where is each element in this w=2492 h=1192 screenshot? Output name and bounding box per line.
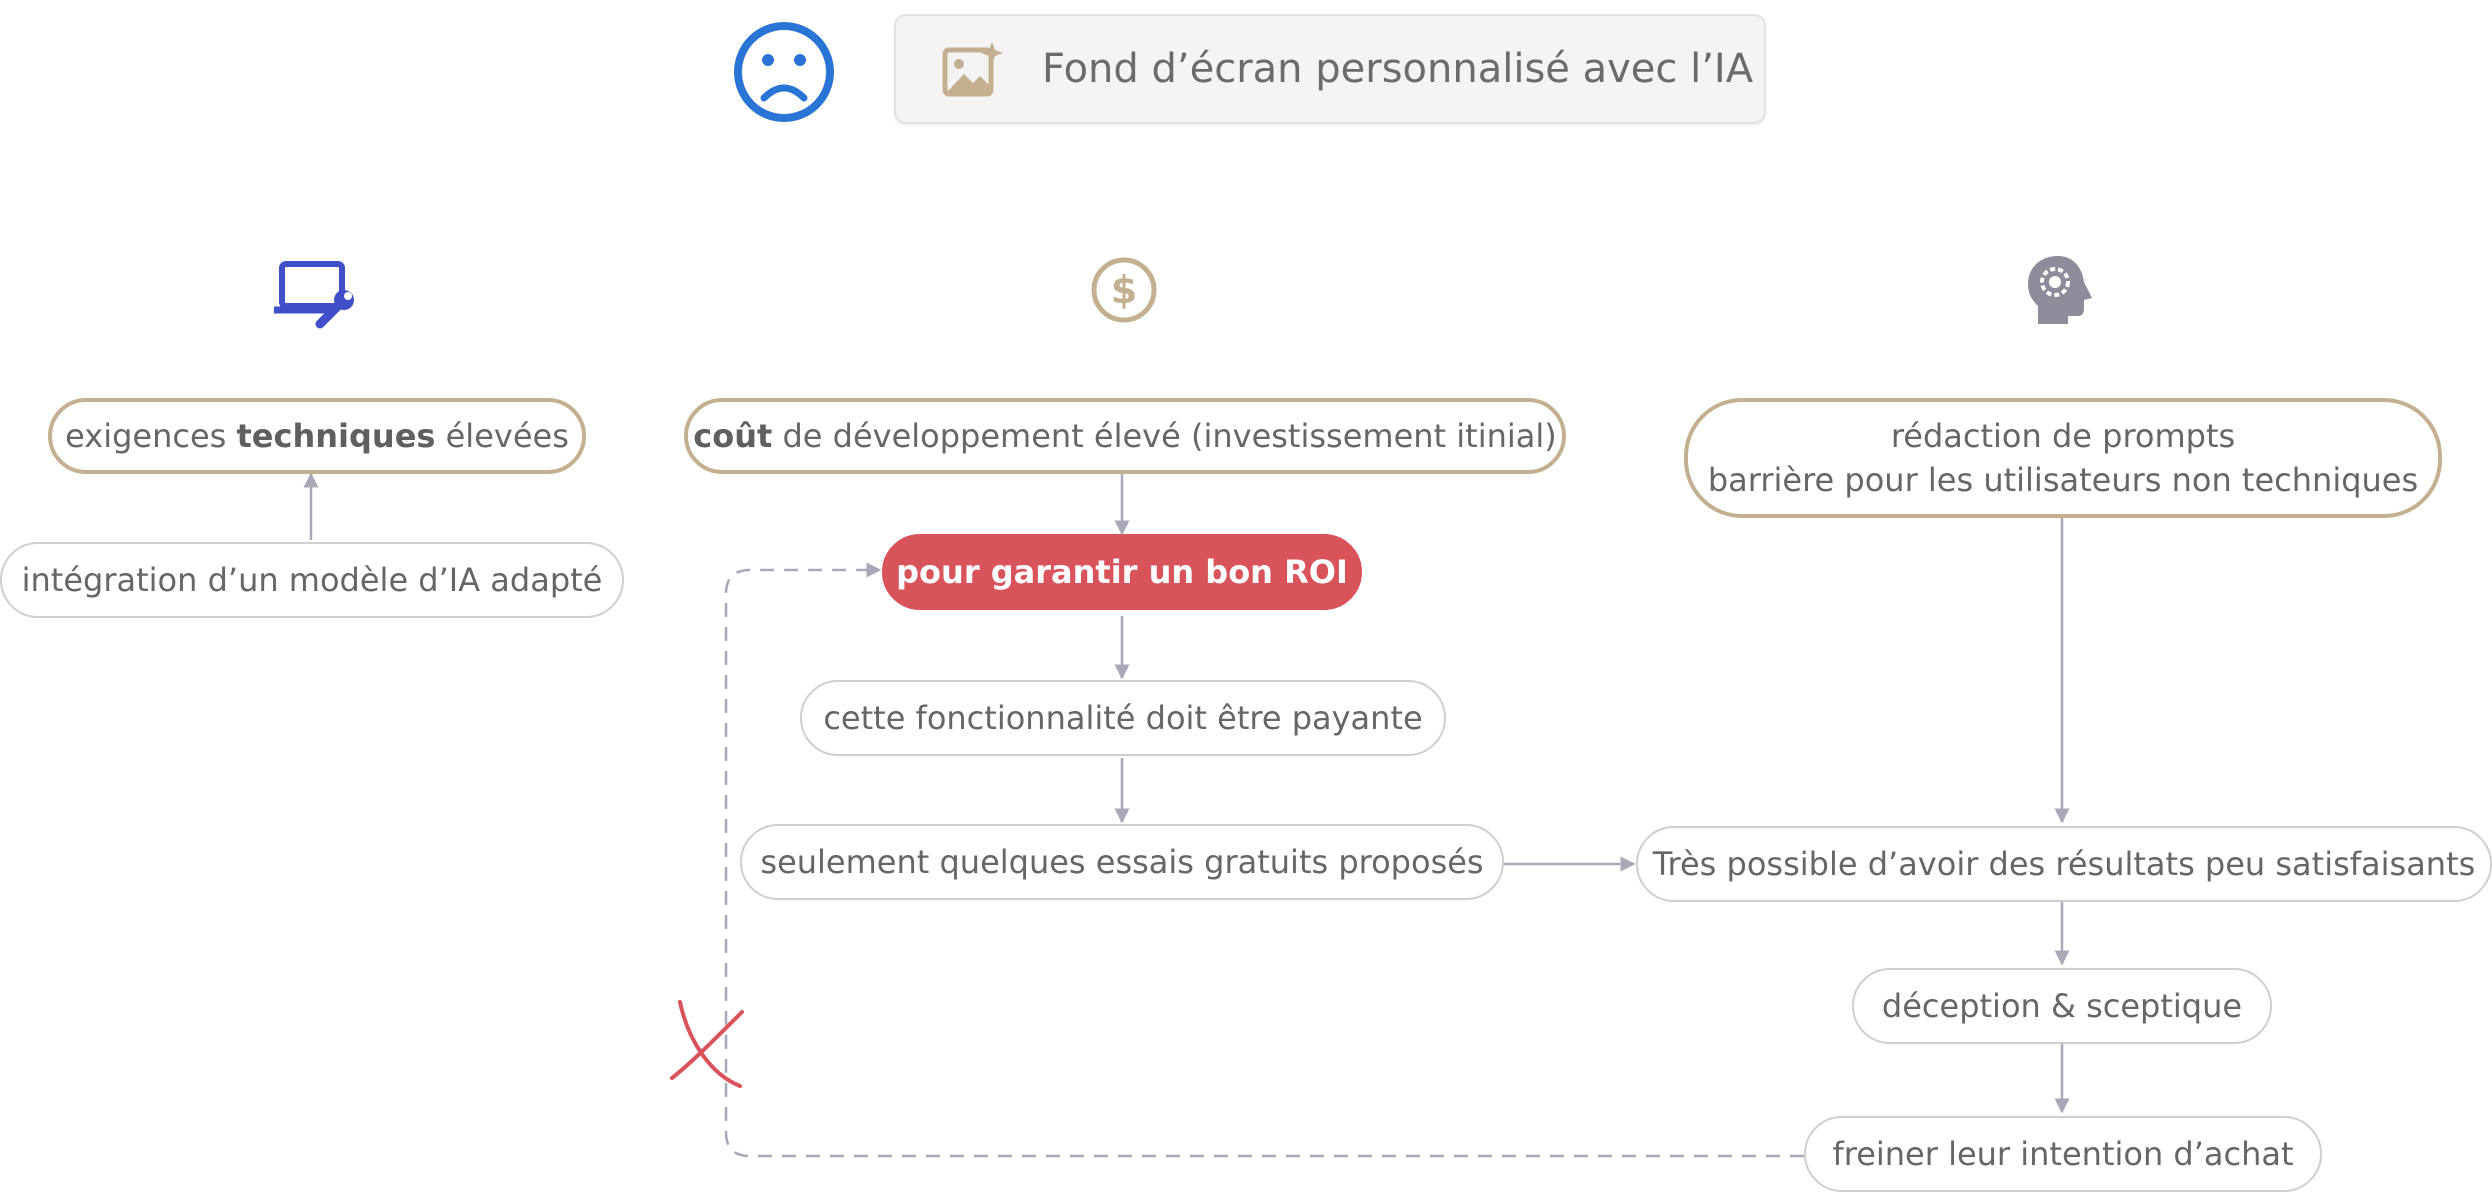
dashed-loop-purchase-to-roi <box>724 562 1804 1158</box>
ai-model-node: intégration d’un modèle d’IA adapté <box>0 542 624 618</box>
laptop-wrench-icon <box>274 261 354 329</box>
tech-requirements-node: exigences techniques élevées <box>48 398 586 474</box>
free-trials-node: seulement quelques essais gratuits propo… <box>740 824 1504 900</box>
dev-cost-node: coût de développement élevé (investissem… <box>684 398 1566 474</box>
red-cross-mark <box>670 1000 744 1088</box>
image-sparkle-icon <box>942 42 1003 97</box>
page-title: Fond d’écran personnalisé avec l’IA <box>1042 46 1754 92</box>
title-box: Fond d’écran personnalisé avec l’IA <box>894 14 1766 124</box>
prompts-barrier-node: rédaction de prompts barrière pour les u… <box>1684 398 2442 518</box>
roi-node: pour garantir un bon ROI <box>882 534 1362 610</box>
deception-node: déception & sceptique <box>1852 968 2272 1044</box>
dollar-circle-icon: $ <box>1091 257 1157 323</box>
unsatisfying-results-node: Très possible d’avoir des résultats peu … <box>1636 826 2492 902</box>
paid-feature-node: cette fonctionnalité doit être payante <box>800 680 1446 756</box>
head-gear-icon <box>2028 256 2092 324</box>
sad-face-icon <box>734 22 834 122</box>
svg-text:$: $ <box>1111 268 1137 312</box>
purchase-intent-node: freiner leur intention d’achat <box>1804 1116 2322 1192</box>
